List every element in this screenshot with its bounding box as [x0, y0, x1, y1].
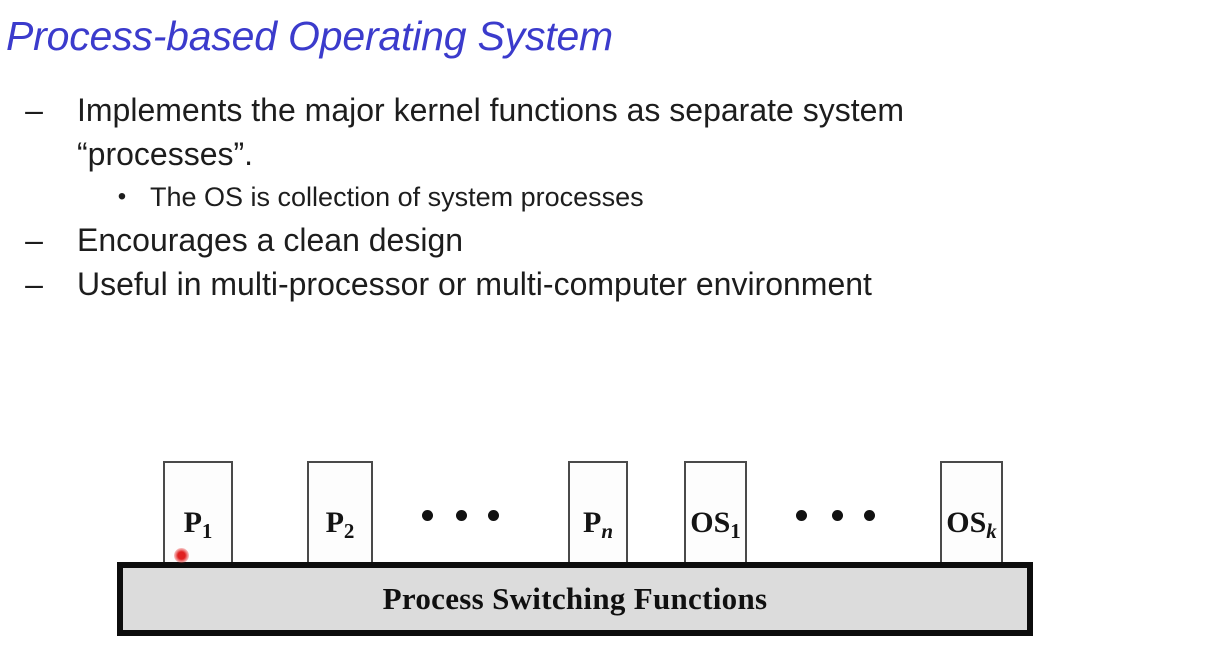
bullet-item-clean-design: – Encourages a clean design: [0, 218, 1200, 262]
ellipsis-processes: [422, 510, 499, 521]
process-box-p1-label: P1: [183, 506, 213, 543]
ellipsis-dot: [864, 510, 875, 521]
process-switching-functions-bar: Process Switching Functions: [117, 562, 1033, 636]
bullet-list: – Implements the major kernel functions …: [0, 88, 1200, 306]
cursor-marker: [174, 548, 189, 563]
bullet-item-implements: – Implements the major kernel functions …: [0, 88, 1200, 176]
process-box-pn-label: Pn: [582, 506, 614, 543]
dash-bullet-icon: –: [25, 92, 43, 128]
bullet-text: Useful in multi-processor or multi-compu…: [77, 266, 872, 302]
process-box-p1: P1: [163, 461, 233, 568]
process-box-p2-label: P2: [325, 506, 355, 543]
process-switching-functions-label: Process Switching Functions: [382, 581, 768, 616]
dash-bullet-icon: –: [25, 266, 43, 302]
process-box-os1-label: OS1: [690, 506, 741, 543]
ellipsis-os: [796, 510, 875, 521]
dash-bullet-icon: –: [25, 222, 43, 258]
process-box-os1: OS1: [684, 461, 747, 568]
page-title: Process-based Operating System: [6, 13, 613, 59]
ellipsis-dot: [832, 510, 843, 521]
ellipsis-dot: [422, 510, 433, 521]
process-box-p2: P2: [307, 461, 373, 568]
bullet-text: The OS is collection of system processes: [150, 182, 644, 212]
bullet-item-os-collection: • The OS is collection of system process…: [0, 176, 1200, 218]
ellipsis-dot: [456, 510, 467, 521]
bullet-item-multi-processor: – Useful in multi-processor or multi-com…: [0, 262, 1200, 306]
bullet-text: Encourages a clean design: [77, 222, 464, 258]
bullet-text: Implements the major kernel functions as…: [77, 92, 905, 172]
ellipsis-dot: [488, 510, 499, 521]
process-box-osk-label: OSk: [946, 506, 997, 543]
ellipsis-dot: [796, 510, 807, 521]
process-box-pn: Pn: [568, 461, 628, 568]
round-bullet-icon: •: [117, 183, 127, 210]
process-box-osk: OSk: [940, 461, 1003, 568]
